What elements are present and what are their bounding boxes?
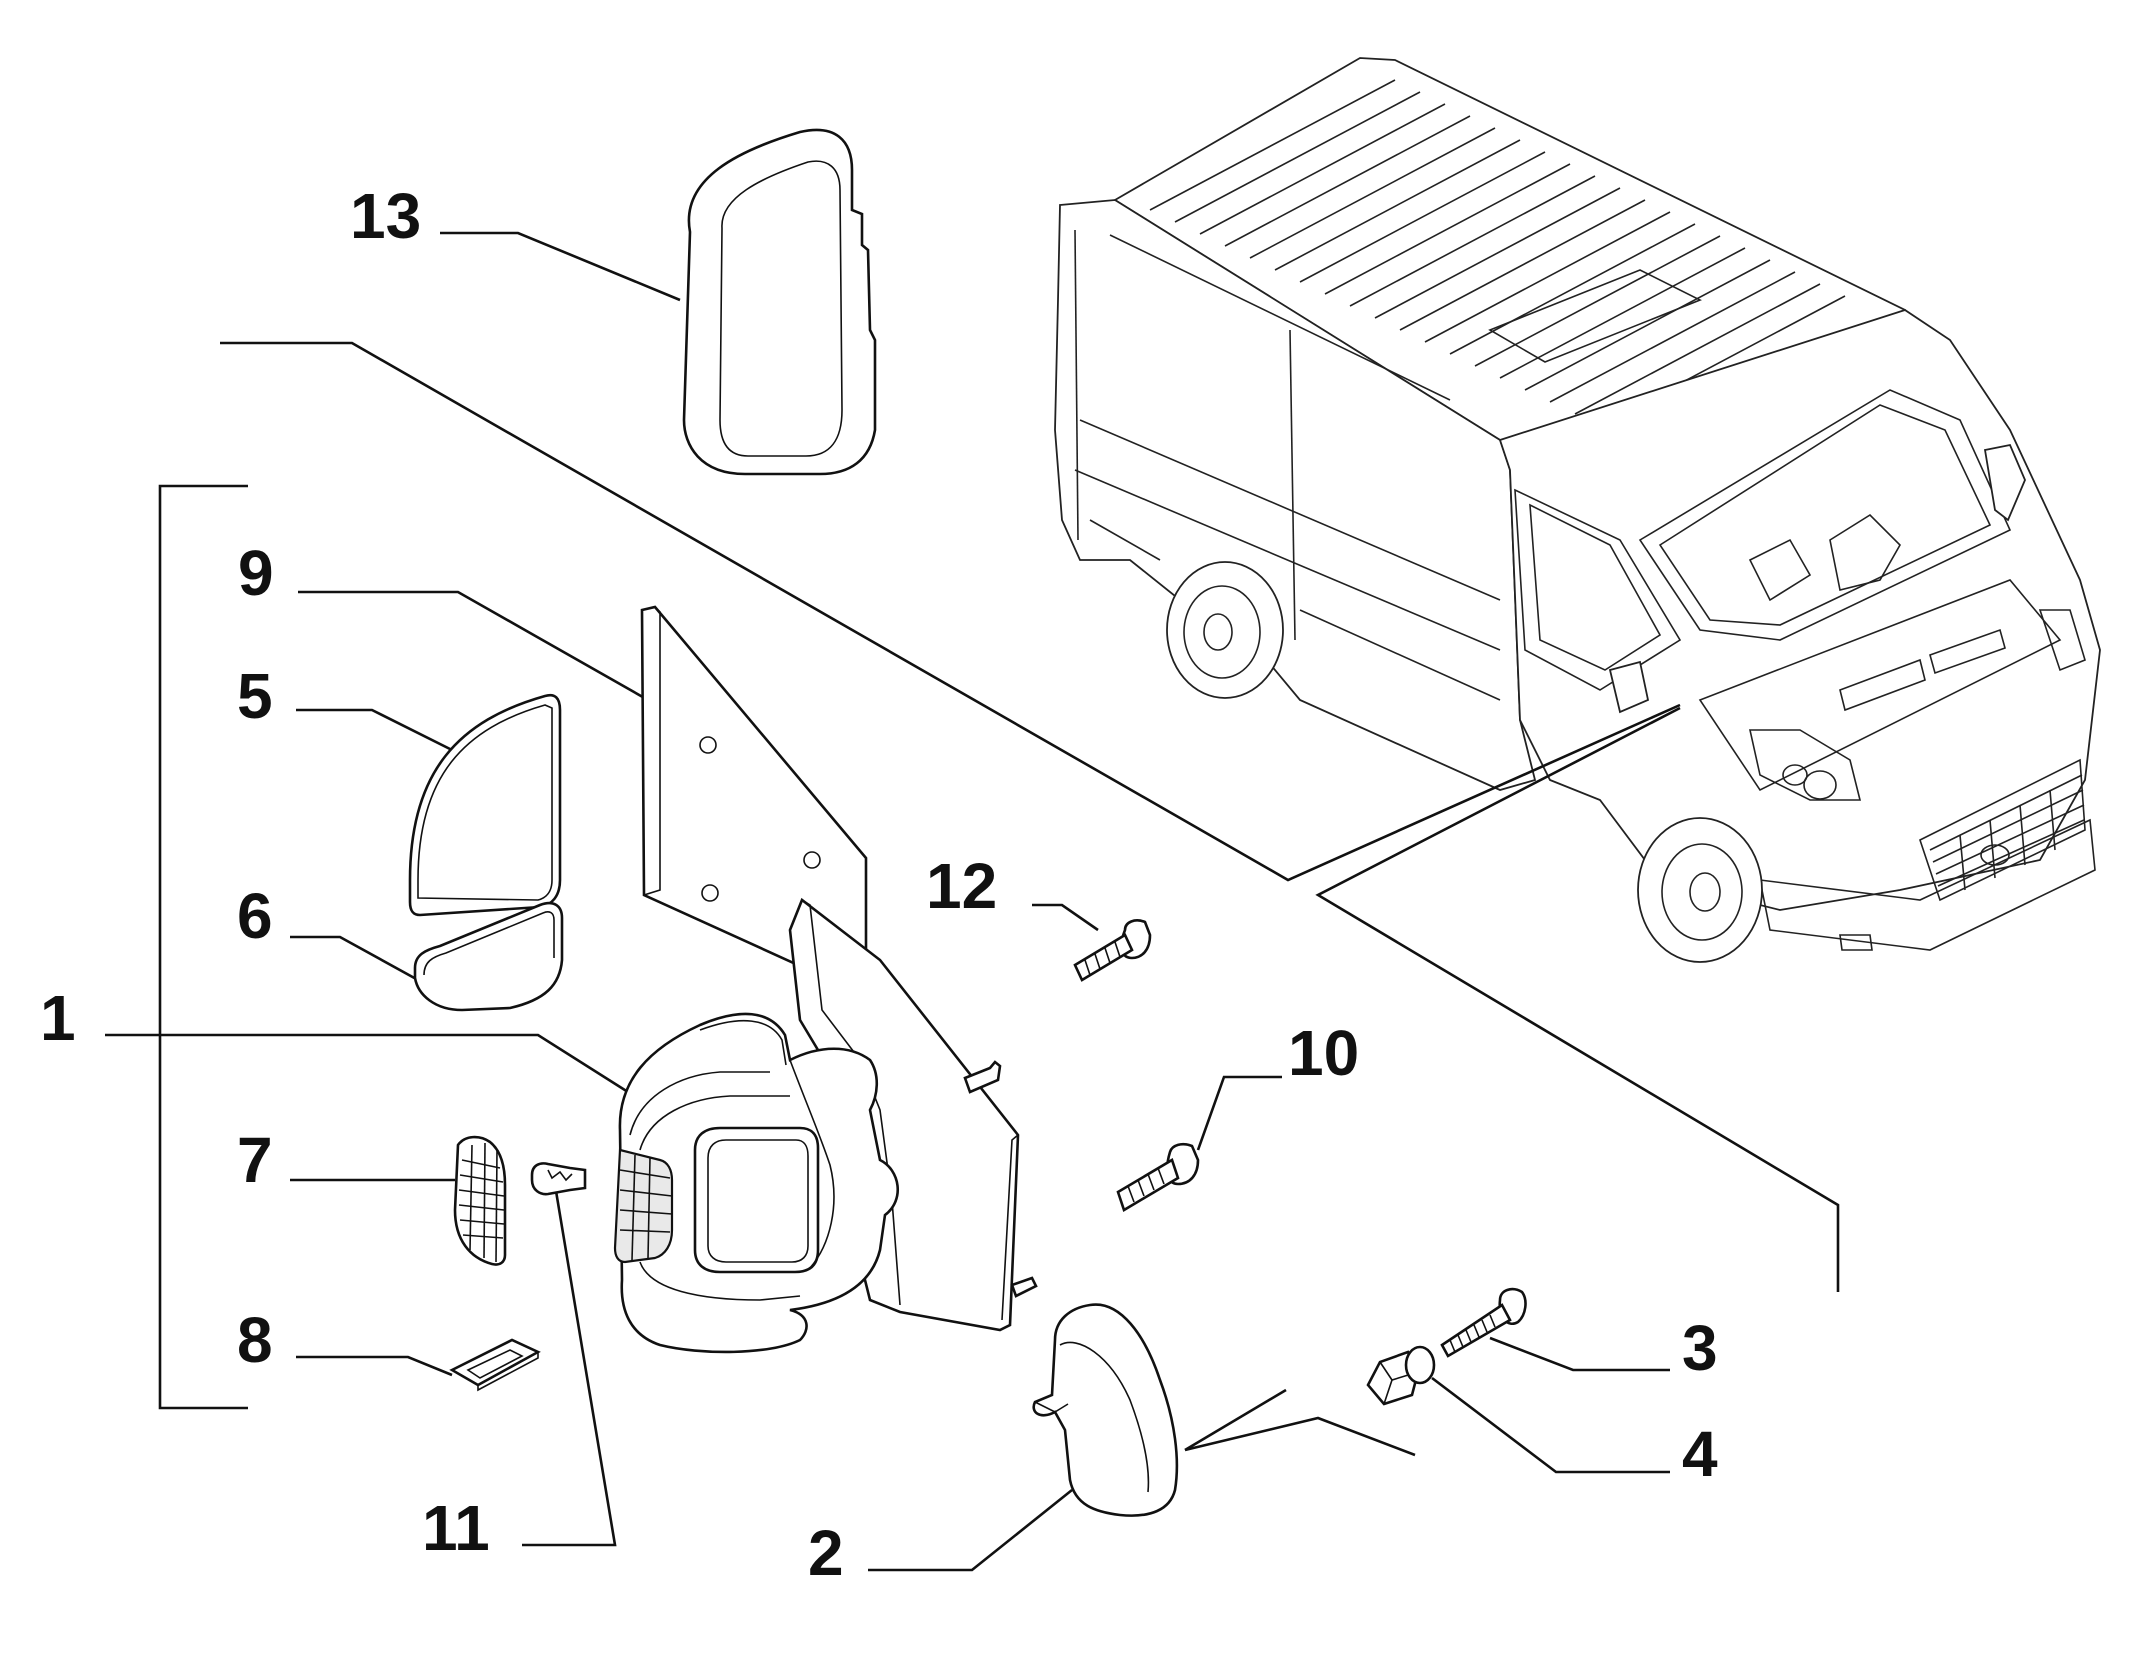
clip-nut-icon xyxy=(1366,1345,1436,1406)
callout-6: 6 xyxy=(237,880,273,952)
callout-2: 2 xyxy=(808,1517,844,1589)
mirror-base-cover-icon xyxy=(1032,1303,1179,1517)
callout-10: 10 xyxy=(1288,1017,1359,1089)
callout-12: 12 xyxy=(926,850,997,922)
flange-bolt-icon xyxy=(1116,1142,1200,1212)
callout-5: 5 xyxy=(237,660,273,732)
bulb-icon xyxy=(530,1162,587,1196)
callout-11: 11 xyxy=(422,1492,490,1564)
callout-9: 9 xyxy=(238,537,274,609)
mirror-glass-upper-icon xyxy=(408,693,562,917)
rear-wheel-icon xyxy=(1166,561,1284,699)
delivery-van-icon xyxy=(1054,57,2101,963)
leader-lines xyxy=(105,231,1840,1572)
flange-bolt-icon xyxy=(1073,919,1152,982)
callout-3: 3 xyxy=(1682,1312,1718,1384)
callout-1: 1 xyxy=(40,982,76,1054)
callout-7: 7 xyxy=(237,1124,273,1196)
callout-labels: 13 9 5 6 1 7 8 11 12 10 3 4 2 xyxy=(40,180,1718,1589)
front-wheel-icon xyxy=(1637,817,1763,963)
mirror-assembly-icon xyxy=(613,897,1038,1354)
mirror-glass-lower-icon xyxy=(413,901,564,1012)
callout-8: 8 xyxy=(237,1304,273,1376)
mounting-gasket-icon xyxy=(640,605,868,987)
mirror-cover-cap-icon xyxy=(682,128,877,476)
callout-13: 13 xyxy=(350,180,421,252)
side-repeater-lens-icon xyxy=(453,1135,507,1266)
screw-icon xyxy=(1440,1287,1527,1358)
small-pad-icon xyxy=(449,1338,541,1392)
callout-4: 4 xyxy=(1682,1418,1718,1490)
